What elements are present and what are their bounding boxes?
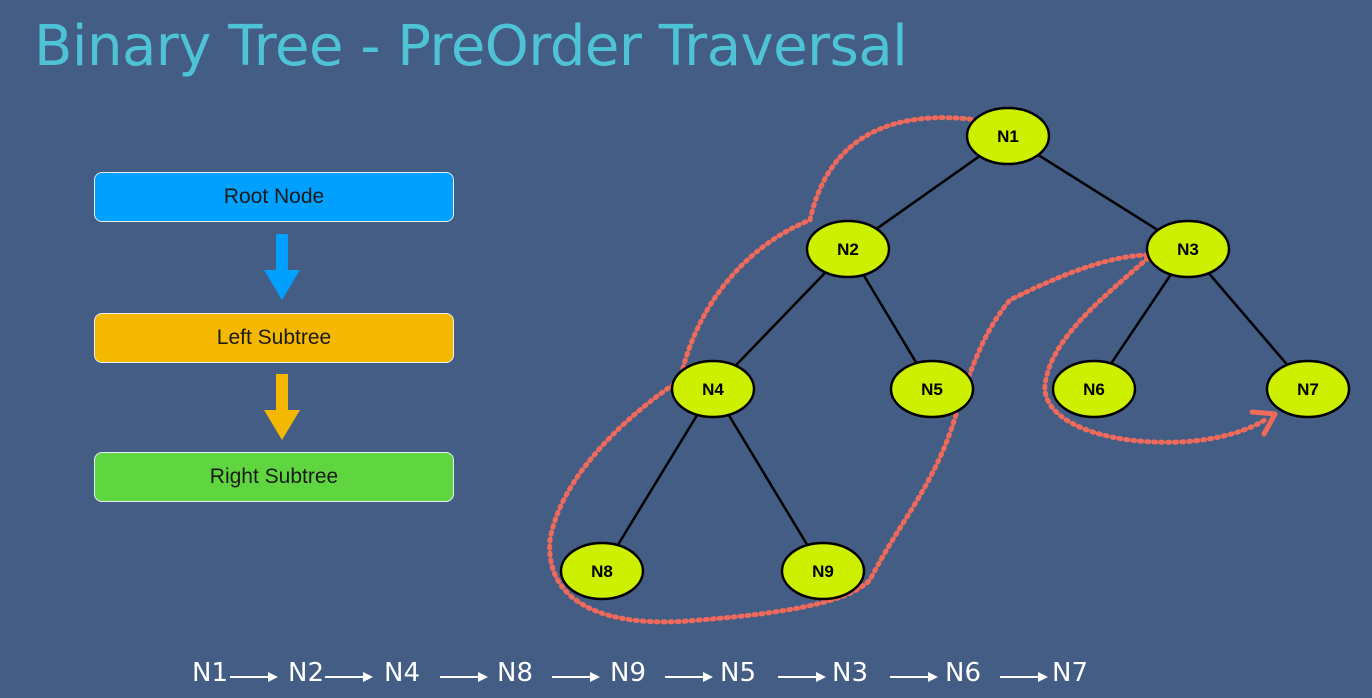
down-arrow-icon — [264, 234, 300, 300]
right-subtree-box: Right Subtree — [94, 452, 454, 502]
tree-node-ellipse — [670, 359, 756, 419]
sequence-item: N7 — [1052, 658, 1088, 688]
tree-node-n5: N5 — [889, 359, 975, 419]
tree-node-ellipse — [1051, 359, 1137, 419]
tree-node-n6: N6 — [1051, 359, 1137, 419]
right-arrow-icon — [325, 672, 373, 682]
right-subtree-label: Right Subtree — [209, 465, 339, 488]
tree-node-label: N1 — [997, 127, 1019, 146]
right-arrow-icon — [440, 672, 488, 682]
sequence-item: N2 — [288, 658, 324, 688]
tree-node-label: N5 — [921, 380, 943, 399]
sequence-item: N9 — [610, 658, 646, 688]
tree-node-n9: N9 — [780, 541, 866, 601]
tree-node-ellipse — [965, 106, 1051, 166]
tree-node-label: N8 — [591, 562, 613, 581]
tree-node-n2: N2 — [805, 219, 891, 279]
right-arrow-icon — [890, 672, 938, 682]
tree-node-ellipse — [559, 541, 645, 601]
sequence-item: N4 — [384, 658, 420, 688]
tree-node-label: N9 — [812, 562, 834, 581]
right-arrow-icon — [1000, 672, 1048, 682]
down-arrow-icon — [264, 374, 300, 440]
sequence-item: N6 — [945, 658, 981, 688]
tree-node-label: N2 — [837, 240, 859, 259]
tree-node-ellipse — [805, 219, 891, 279]
tree-edge-n4-n9 — [711, 388, 825, 572]
tree-node-ellipse — [780, 541, 866, 601]
right-arrow-icon — [230, 672, 278, 682]
root-node-label: Root Node — [223, 185, 325, 208]
traversal-sequence: N1 N2 N4 N8 N9 N5 N3 N6 N7 — [0, 658, 1372, 698]
tree-node-n1: N1 — [965, 106, 1051, 166]
tree-node-ellipse — [1265, 359, 1351, 419]
sequence-item: N1 — [192, 658, 228, 688]
page-title: Binary Tree - PreOrder Traversal — [34, 14, 908, 79]
traversal-path-right — [1042, 255, 1271, 445]
traversal-path-left — [547, 115, 1153, 625]
tree-node-label: N3 — [1177, 240, 1199, 259]
tree-node-label: N6 — [1083, 380, 1105, 399]
tree-edge-n4-n8 — [600, 388, 715, 572]
left-subtree-label: Left Subtree — [216, 326, 332, 349]
right-arrow-icon — [552, 672, 600, 682]
tree-node-label: N7 — [1297, 380, 1319, 399]
left-subtree-box: Left Subtree — [94, 313, 454, 363]
tree-edges — [600, 134, 1309, 572]
right-arrow-icon — [778, 672, 826, 682]
tree-node-n7: N7 — [1265, 359, 1351, 419]
right-arrow-icon — [665, 672, 713, 682]
sequence-item: N5 — [720, 658, 756, 688]
tree-node-label: N4 — [702, 380, 724, 399]
traversal-path-arrowhead — [1249, 409, 1278, 437]
sequence-item: N8 — [497, 658, 533, 688]
tree-node-n4: N4 — [670, 359, 756, 419]
tree-node-n3: N3 — [1145, 219, 1231, 279]
root-node-box: Root Node — [94, 172, 454, 222]
tree-node-n8: N8 — [559, 541, 645, 601]
tree-node-ellipse — [889, 359, 975, 419]
sequence-item: N3 — [832, 658, 868, 688]
tree-node-ellipse — [1145, 219, 1231, 279]
